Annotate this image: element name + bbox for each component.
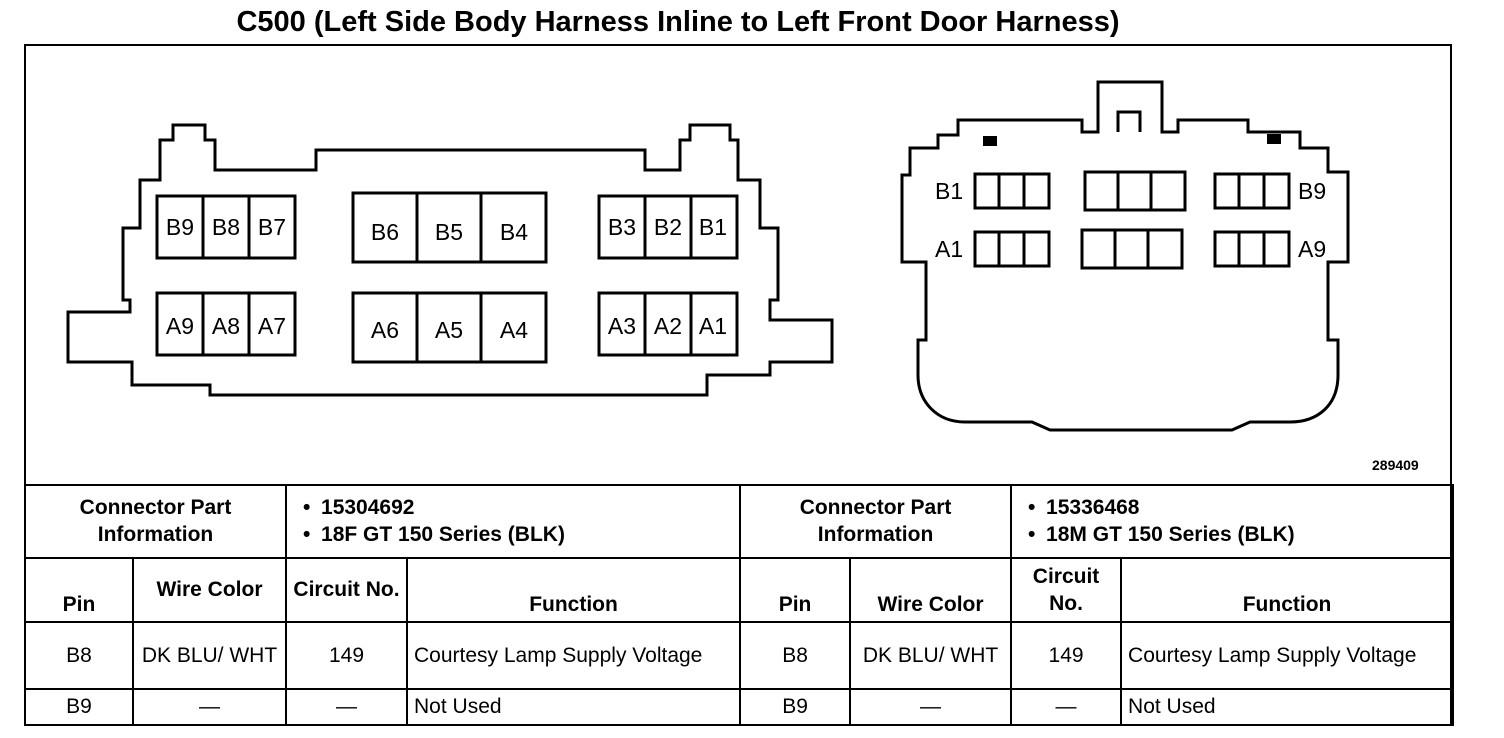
circuit-cell: — <box>1010 687 1123 727</box>
pin-label: A9 <box>1298 236 1326 262</box>
male-connector-outline <box>900 80 1350 432</box>
pin-label: B6 <box>371 219 399 245</box>
wire-color-cell: DK BLU/ WHT <box>849 621 1013 690</box>
pin-label: A1 <box>699 313 727 339</box>
part-number: 15336468 <box>1018 494 1446 521</box>
pin-label: A7 <box>258 313 286 339</box>
pin-label: B4 <box>500 219 528 245</box>
page-title: C500 (Left Side Body Harness Inline to L… <box>236 6 1120 38</box>
header-pin: Pin <box>739 556 852 624</box>
table-row: B8 DK BLU/ WHT 149 Courtesy Lamp Supply … <box>24 621 1455 690</box>
connector-info-table: Connector Part Information 15304692 18F … <box>23 484 1455 727</box>
function-cell: Courtesy Lamp Supply Voltage <box>406 621 742 690</box>
pin-label: B3 <box>608 214 636 240</box>
circuit-cell: 149 <box>1010 621 1123 690</box>
part-info-label: Connector Part Information <box>23 484 288 559</box>
header-function: Function <box>1120 556 1455 624</box>
header-circuit: Circuit No. <box>285 556 409 624</box>
pin-label: B5 <box>435 219 463 245</box>
part-info-label: Connector Part Information <box>739 484 1013 559</box>
header-wire-color: Wire Color <box>131 556 288 624</box>
diagram-frame <box>24 44 1452 726</box>
wire-color-cell: DK BLU/ WHT <box>131 621 288 690</box>
pin-label: B1 <box>699 214 727 240</box>
header-circuit: Circuit No. <box>1010 556 1123 624</box>
wire-color-cell: — <box>131 687 288 727</box>
pin-label: A4 <box>500 317 528 343</box>
pin-label: A9 <box>166 313 194 339</box>
pin-label: A5 <box>435 317 463 343</box>
pin-label: B7 <box>258 214 286 240</box>
pin-label: B9 <box>1298 178 1326 204</box>
series-name: 18F GT 150 Series (BLK) <box>293 521 733 548</box>
pin-label: A1 <box>935 236 963 262</box>
part-info-list: 15304692 18F GT 150 Series (BLK) <box>285 484 742 559</box>
header-function: Function <box>406 556 742 624</box>
pin-cell: B8 <box>739 621 852 690</box>
pin-label: B9 <box>166 214 194 240</box>
pin-label: A6 <box>371 317 399 343</box>
header-wire-color: Wire Color <box>849 556 1013 624</box>
function-cell: Not Used <box>406 687 742 727</box>
pin-label: B8 <box>212 214 240 240</box>
pin-label: A8 <box>212 313 240 339</box>
part-info-list: 15336468 18M GT 150 Series (BLK) <box>1010 484 1455 559</box>
pin-cell: B9 <box>24 687 134 727</box>
pin-label: A3 <box>608 313 636 339</box>
part-number: 15304692 <box>293 494 733 521</box>
wire-color-cell: — <box>849 687 1013 727</box>
circuit-cell: — <box>285 687 409 727</box>
figure-number: 289409 <box>1372 457 1419 473</box>
table-row: B9 — — Not Used B9 — — Not Used <box>24 687 1455 727</box>
female-connector-outline <box>66 123 834 397</box>
header-pin: Pin <box>24 556 134 624</box>
pin-label: B2 <box>654 214 682 240</box>
series-name: 18M GT 150 Series (BLK) <box>1018 521 1446 548</box>
circuit-cell: 149 <box>285 621 409 690</box>
pin-cell: B8 <box>24 621 134 690</box>
pin-label: A2 <box>654 313 682 339</box>
pin-label: B1 <box>935 178 963 204</box>
function-cell: Courtesy Lamp Supply Voltage <box>1120 621 1455 690</box>
function-cell: Not Used <box>1120 687 1455 727</box>
pin-cell: B9 <box>739 687 852 727</box>
